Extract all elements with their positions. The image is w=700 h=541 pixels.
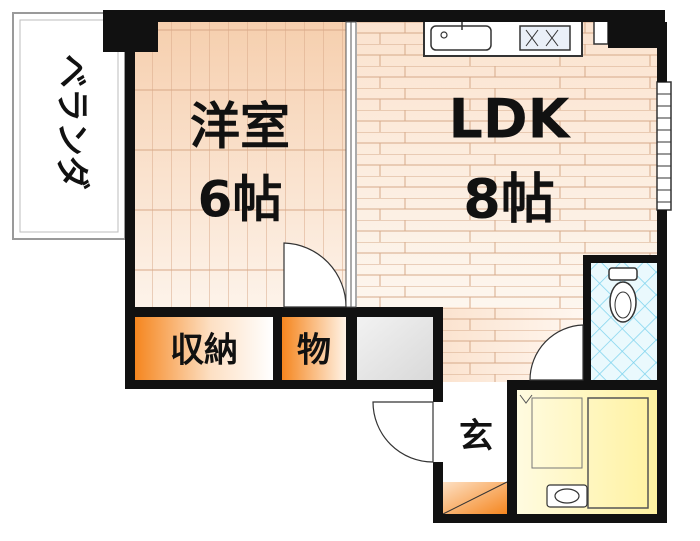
ldk-room (357, 22, 657, 382)
kitchen-counter (423, 14, 609, 57)
bathroom (517, 390, 657, 515)
western-room-name: 洋室 (190, 98, 290, 156)
closet-label: 物 (297, 331, 331, 371)
ldk-window (656, 81, 672, 211)
veranda-label: ベランダ (52, 54, 92, 190)
walls (103, 10, 667, 523)
entrance: 玄 (442, 392, 508, 515)
toilet-door (529, 324, 584, 381)
door-swings (283, 242, 584, 463)
entrance-door (372, 401, 434, 463)
ldk-name: LDK (448, 88, 571, 151)
utility-space (357, 317, 433, 380)
stove (519, 25, 571, 51)
storage-small: 物 (282, 317, 346, 380)
western-room-size: 6帖 (198, 171, 283, 229)
partition (345, 21, 357, 308)
western-room-door (283, 242, 347, 308)
toilet-icon (608, 267, 638, 323)
storage-closet: 収納 (135, 317, 273, 380)
ldk-size: 8帖 (463, 168, 555, 231)
toilet-room (589, 262, 657, 380)
sink (430, 25, 492, 51)
entrance-label: 玄 (459, 417, 493, 457)
wash-basin-icon (546, 484, 588, 508)
storage-label: 収納 (170, 331, 238, 371)
bathtub (587, 397, 649, 509)
